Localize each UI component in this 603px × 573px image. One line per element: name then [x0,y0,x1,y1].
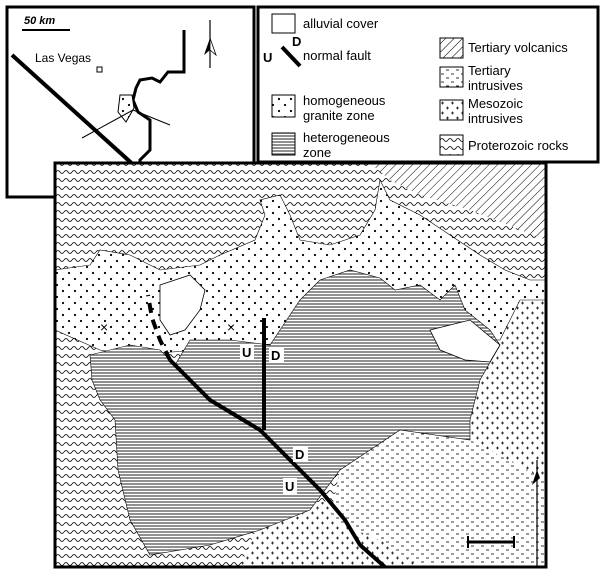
main-normal-fault [168,358,387,567]
unit-mesozoic-intrusives-east [470,280,546,500]
unit-alluvial-cover [159,274,206,336]
unit-tertiary-intrusives [330,430,546,567]
svg-text:D: D [271,348,280,363]
legend-label-tertiary-intrusives-2: intrusives [468,78,523,93]
legend-label-tertiary-volcanics: Tertiary volcanics [468,40,568,55]
fault-label-upper-u: U [240,344,254,360]
unit-heterogeneous-zone [89,269,501,556]
unit-alluvial-cover-2 [429,319,501,363]
map-legend: alluvial cover U D normal fault homogene… [256,5,600,164]
legend-label-alluvial: alluvial cover [303,16,379,31]
legend-label-heterogeneous-2: zone [303,145,331,160]
legend-label-heterogeneous-1: heterogeneous [303,130,390,145]
legend-label-proterozoic: Proterozoic rocks [468,138,569,153]
main-geologic-map: × × U D D U [53,161,548,569]
main-north-arrow-icon [532,460,540,567]
legend-label-mesozoic-intrusives-2: intrusives [468,111,523,126]
legend-swatch-tertiary-intrusives [439,66,464,88]
main-normal-fault-inferred [146,294,172,361]
map-x-mark-west: × [100,319,108,335]
legend-label-tertiary-intrusives-1: Tertiary [468,63,511,78]
legend-swatch-alluvial [271,13,296,34]
legend-swatch-mesozoic-intrusives [439,99,464,121]
inset-north-arrow-icon [204,20,217,68]
legend-fault-d: D [292,34,301,49]
inset-leader-line [81,109,134,139]
legend-fault-u: U [263,50,272,65]
inset-leader-line-2 [132,109,171,126]
inset-city-label: Las Vegas [35,51,91,65]
legend-label-homogeneous-1: homogeneous [303,93,386,108]
svg-text:U: U [285,479,294,494]
fault-label-lower-d: D [293,446,308,462]
fault-label-lower-u: U [283,478,297,494]
legend-label-homogeneous-2: granite zone [303,108,375,123]
legend-frame [256,5,600,164]
legend-label-mesozoic-intrusives-1: Mesozoic [468,96,523,111]
main-scale-bar [467,536,515,548]
legend-swatch-proterozoic [439,134,464,156]
svg-text:D: D [295,447,304,462]
unit-tertiary-volcanics [370,163,546,240]
inset-scale-label: 50 km [24,15,55,27]
legend-swatch-tertiary-volcanics [439,37,464,59]
inset-city-marker [96,66,103,73]
legend-fault-symbol: U D [263,34,302,68]
legend-swatch-heterogeneous [271,132,296,156]
svg-text:U: U [242,345,251,360]
main-map-frame [53,161,548,569]
fault-label-upper-d: D [269,347,284,363]
legend-label-normal-fault: normal fault [303,48,371,63]
map-x-mark-east: × [227,319,235,335]
inset-study-area [117,94,135,123]
legend-swatch-homogeneous [271,94,296,118]
